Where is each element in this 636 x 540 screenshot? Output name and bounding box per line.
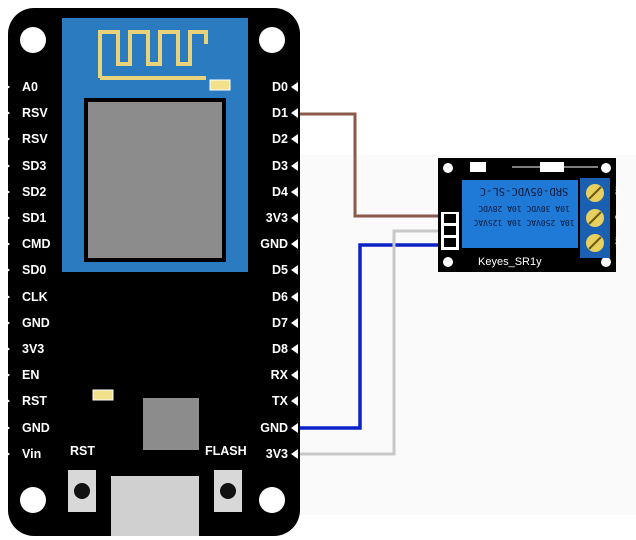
right-pin-label: TX (272, 394, 288, 409)
pin-marker (291, 422, 298, 433)
left-pin-label: 3V3 (22, 342, 45, 356)
screw-slot (588, 211, 602, 225)
pin-marker (3, 370, 10, 381)
pin-marker (291, 265, 298, 276)
pin-marker (3, 82, 10, 92)
pin-marker (291, 108, 298, 119)
pin-marker (3, 396, 10, 407)
right-pin-label: D0 (272, 80, 288, 94)
pin-marker (3, 291, 10, 302)
right-pin-label: 3V3 (265, 446, 288, 461)
module-shield (84, 98, 226, 262)
relay-brand-label: Keyes_SR1y (478, 256, 542, 268)
left-pin-label: RSV (22, 106, 48, 121)
board-led (92, 389, 114, 401)
left-pin-label: A0 (22, 80, 38, 94)
wire-gnd (300, 243, 448, 430)
right-pin-label: GND (260, 420, 288, 435)
left-pin-label: SD0 (22, 263, 47, 278)
pin-marker (3, 317, 10, 328)
relay-pin (444, 226, 456, 235)
rst-button[interactable] (74, 483, 90, 499)
pin-marker (3, 344, 10, 354)
left-pin-label: RST (22, 394, 47, 409)
pin-marker (3, 422, 10, 433)
pin-marker (291, 160, 298, 171)
wire-3v3 (300, 229, 448, 456)
pin-marker (291, 82, 298, 92)
pin-marker (3, 239, 10, 250)
relay-pin (444, 238, 456, 247)
left-pin-label: SD1 (22, 211, 47, 225)
module-led (209, 79, 231, 91)
right-pin-label: D4 (272, 184, 288, 199)
relay-resistor (470, 162, 486, 172)
left-pin-label: SD2 (22, 184, 47, 199)
mounting-hole (259, 487, 285, 513)
flash-button[interactable] (220, 483, 236, 499)
wire-d1-signal (300, 112, 448, 218)
relay-body (462, 180, 578, 248)
relay-rating-label: 10A 250VAC 10A 125VAC (473, 218, 575, 227)
pin-marker (291, 134, 298, 145)
mounting-hole (259, 27, 285, 53)
pin-marker (291, 213, 298, 223)
pin-marker (3, 448, 10, 459)
pin-marker (291, 370, 298, 381)
antenna-trace (98, 30, 208, 78)
relay-hole (443, 257, 453, 267)
left-pin-label: RSV (22, 132, 48, 147)
pin-marker (3, 186, 10, 197)
pin-marker (3, 160, 10, 171)
usb-connector (111, 476, 199, 536)
rst-button-label: RST (70, 444, 95, 458)
right-pin-label: D8 (272, 342, 288, 356)
left-pin-label: CMD (22, 237, 51, 252)
pin-marker (291, 291, 298, 302)
terminal-c-label: C (613, 214, 620, 220)
relay-rating-label: 10A 30VDC 10A 28VDC (478, 204, 570, 213)
right-pin-label: D2 (272, 132, 288, 147)
terminal-nc-label: NC (613, 186, 620, 196)
pin-marker (3, 265, 10, 276)
mounting-hole (20, 27, 46, 53)
left-pin-label: SD3 (22, 158, 47, 173)
right-pin-label: D1 (272, 106, 288, 121)
screw-slot (588, 186, 602, 200)
relay-hole (601, 257, 611, 267)
screw-slot (588, 236, 602, 250)
pin-marker (291, 448, 298, 459)
flash-button-label: FLASH (205, 444, 247, 458)
relay-hole (443, 163, 453, 173)
right-pin-label: 3V3 (265, 211, 288, 225)
right-pin-label: D3 (272, 158, 288, 173)
usb-chip (143, 398, 199, 450)
pin-marker (3, 134, 10, 145)
pin-marker (291, 344, 298, 354)
relay-pin (444, 214, 456, 223)
pin-marker (291, 239, 298, 250)
right-pin-label: RX (270, 368, 288, 383)
right-pin-label: D5 (272, 263, 288, 278)
left-pin-label: GND (22, 420, 50, 435)
left-pin-label: GND (22, 315, 50, 330)
left-pin-label: Vin (22, 446, 42, 461)
pin-marker (3, 108, 10, 119)
pin-marker (291, 186, 298, 197)
relay-model-label: SRD-05VDC-SL-C (479, 185, 569, 197)
terminal-no-label: NO (613, 236, 620, 246)
pin-marker (291, 396, 298, 407)
left-pin-label: EN (22, 368, 40, 383)
pin-marker (291, 317, 298, 328)
left-pin-label: CLK (22, 289, 48, 304)
pin-marker (3, 213, 10, 223)
right-pin-label: GND (260, 237, 288, 252)
right-pin-label: D6 (272, 289, 288, 304)
mounting-hole (20, 487, 46, 513)
relay-hole (601, 163, 611, 173)
right-pin-label: D7 (272, 315, 288, 330)
